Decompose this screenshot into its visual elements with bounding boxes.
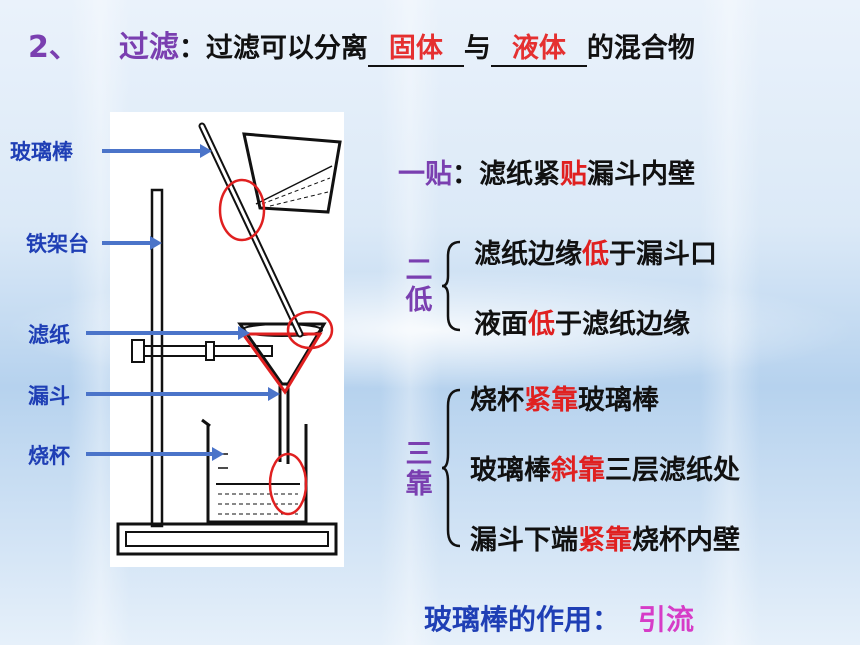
rule-three-lean-line-1: 烧杯紧靠玻璃棒 <box>470 378 659 417</box>
label-funnel: 漏斗 <box>28 384 70 408</box>
pouring-liquid <box>261 177 331 205</box>
title-suffix: 的混合物 <box>586 33 695 64</box>
highlight-beaker-rod <box>218 178 266 242</box>
title-prefix: 过滤可以分离 <box>205 33 368 64</box>
rule-one-stick-colon: ： <box>452 159 479 190</box>
rule-one-stick-part: 漏斗内壁 <box>587 159 695 190</box>
beaker-spout <box>201 418 211 428</box>
stand-rod <box>150 188 164 528</box>
rule-text: 烧杯内壁 <box>632 525 740 556</box>
rule-three-lean-key-char: 靠 <box>405 469 433 500</box>
rule-emphasis: 低 <box>528 309 555 340</box>
highlight-rod-paper <box>286 310 334 350</box>
rule-text: 玻璃棒 <box>470 455 551 486</box>
rule-two-low-key-char: 低 <box>405 285 433 316</box>
rule-three-lean-key-char: 三 <box>405 439 433 470</box>
rule-text: 烧杯 <box>470 385 524 416</box>
filter-paper-shape <box>240 332 323 395</box>
filtration-diagram <box>116 122 342 556</box>
clamp-screw <box>131 339 145 363</box>
title-colon: ： <box>178 33 206 64</box>
rule-text: 液面 <box>474 309 528 340</box>
beaker-shape <box>206 424 308 524</box>
rule-two-low-line-2: 液面低于滤纸边缘 <box>474 302 690 341</box>
rule-text: 滤纸边缘 <box>474 239 582 270</box>
pouring-beaker <box>242 132 342 214</box>
stand-base <box>116 522 338 556</box>
rule-two-low-line-1: 滤纸边缘低于漏斗口 <box>474 232 717 271</box>
rule-one-stick-emphasis: 贴 <box>560 159 587 190</box>
rule-emphasis: 紧靠 <box>578 525 632 556</box>
title-keyword: 过滤 <box>118 30 179 65</box>
label-beaker: 烧杯 <box>28 444 70 468</box>
rule-text: 三层滤纸处 <box>605 455 740 486</box>
title-number: 2、 <box>28 30 79 65</box>
rule-three-lean-line-2: 玻璃棒斜靠三层滤纸处 <box>470 448 740 487</box>
filtration-apparatus <box>110 112 344 567</box>
rule-one-stick: 一贴：滤纸紧贴漏斗内壁 <box>398 152 695 191</box>
rule-three-lean-key: 三 靠 <box>404 440 434 500</box>
label-glass-rod: 玻璃棒 <box>10 140 73 164</box>
glass-rod-function-label: 玻璃棒的作用： <box>424 603 621 636</box>
stand-base-inner <box>125 531 329 547</box>
glass-rod-function-value: 引流 <box>638 603 695 636</box>
clamp-knob <box>205 341 215 361</box>
rule-two-low-key-char: 二 <box>405 255 433 286</box>
title-middle: 与 <box>463 33 491 64</box>
rule-three-lean-line-3: 漏斗下端紧靠烧杯内壁 <box>470 518 740 557</box>
highlight-funnel-beaker <box>268 452 308 516</box>
page-title: 2、 过滤：过滤可以分离固体与液体的混合物 <box>28 22 695 67</box>
rule-one-stick-key: 一贴 <box>398 159 452 190</box>
rule-two-low-key: 二 低 <box>404 256 434 316</box>
brace-three-lean <box>441 388 461 548</box>
pouring-liquid <box>269 191 329 207</box>
glass-rod-highlight <box>200 124 302 336</box>
rule-emphasis: 斜靠 <box>551 455 605 486</box>
rule-one-stick-part: 滤纸紧 <box>479 159 560 190</box>
rule-text: 漏斗下端 <box>470 525 578 556</box>
glass-rod-function: 玻璃棒的作用： 引流 <box>424 598 694 638</box>
pouring-liquid <box>255 165 333 205</box>
label-filter-paper: 滤纸 <box>28 323 70 347</box>
rule-emphasis: 紧靠 <box>524 385 578 416</box>
brace-two-low <box>441 240 461 332</box>
rule-text: 玻璃棒 <box>578 385 659 416</box>
label-iron-stand: 铁架台 <box>26 232 89 256</box>
blank-solid: 固体 <box>367 26 464 67</box>
rule-emphasis: 低 <box>582 239 609 270</box>
rule-text: 于漏斗口 <box>609 239 717 270</box>
blank-liquid: 液体 <box>490 26 587 67</box>
rule-text: 于滤纸边缘 <box>555 309 690 340</box>
